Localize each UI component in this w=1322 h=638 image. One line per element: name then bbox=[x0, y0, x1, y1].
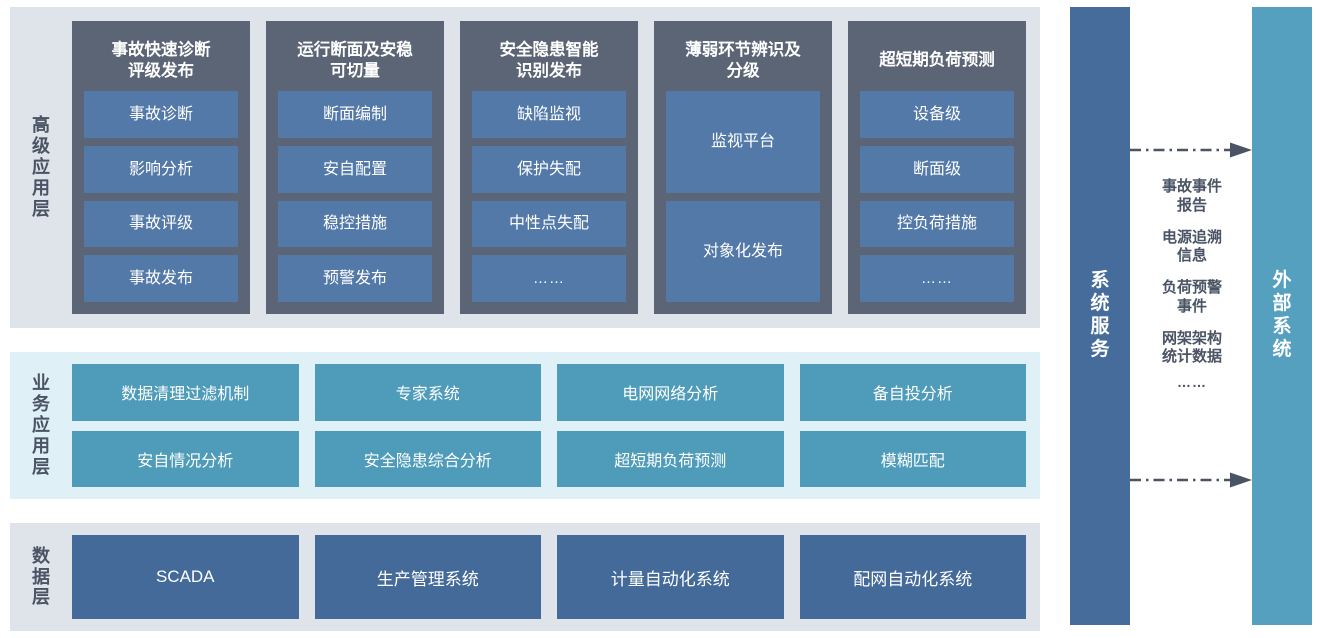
business-item[interactable]: 模糊匹配 bbox=[799, 430, 1026, 487]
flow-label-ellipsis: …… bbox=[1177, 374, 1207, 390]
data-layer-label: 数据层 bbox=[10, 523, 72, 631]
adv-column-accident-diagnosis[interactable]: 事故快速诊断评级发布 事故诊断 影响分析 事故评级 事故发布 bbox=[72, 21, 250, 314]
adv-item[interactable]: 安自配置 bbox=[278, 145, 432, 193]
business-item[interactable]: 安自情况分析 bbox=[72, 430, 299, 487]
business-item[interactable]: 数据清理过滤机制 bbox=[72, 364, 299, 421]
business-item[interactable]: 超短期负荷预测 bbox=[557, 430, 784, 487]
adv-column-hazard-identification[interactable]: 安全隐患智能识别发布 缺陷监视 保护失配 中性点失配 …… bbox=[460, 21, 638, 314]
flow-arrow-bottom-icon bbox=[1130, 472, 1252, 488]
adv-item[interactable]: 控负荷措施 bbox=[860, 200, 1014, 248]
data-layer-items: SCADA 生产管理系统 计量自动化系统 配网自动化系统 bbox=[72, 523, 1040, 631]
adv-column-title: 事故快速诊断评级发布 bbox=[111, 40, 211, 80]
layer-label-chars: 数据层 bbox=[32, 545, 50, 608]
adv-item[interactable]: 预警发布 bbox=[278, 255, 432, 302]
adv-column-operating-section[interactable]: 运行断面及安稳可切量 断面编制 安自配置 稳控措施 预警发布 bbox=[266, 21, 444, 314]
adv-item[interactable]: 事故评级 bbox=[84, 200, 238, 248]
business-item[interactable]: 安全隐患综合分析 bbox=[314, 430, 541, 487]
business-application-layer-label: 业务应用层 bbox=[10, 352, 72, 499]
business-row: 安自情况分析 安全隐患综合分析 超短期负荷预测 模糊匹配 bbox=[72, 430, 1026, 487]
adv-item[interactable]: 事故发布 bbox=[84, 255, 238, 302]
advanced-application-layer: 高级应用层 事故快速诊断评级发布 事故诊断 影响分析 事故评级 事故发布 运行断… bbox=[10, 7, 1040, 328]
data-item[interactable]: 计量自动化系统 bbox=[557, 535, 784, 619]
adv-item[interactable]: 稳控措施 bbox=[278, 200, 432, 248]
flow-arrow-top-icon bbox=[1130, 142, 1252, 158]
flow-label: 负荷预警事件 bbox=[1161, 279, 1222, 315]
adv-item[interactable]: 监视平台 bbox=[666, 91, 820, 193]
business-row: 数据清理过滤机制 专家系统 电网网络分析 备自投分析 bbox=[72, 364, 1026, 421]
adv-column-items: 事故诊断 影响分析 事故评级 事故发布 bbox=[84, 89, 238, 302]
flow-label: 事故事件报告 bbox=[1161, 178, 1222, 214]
system-service-bar[interactable]: 系统服务 bbox=[1070, 7, 1130, 625]
business-item[interactable]: 备自投分析 bbox=[799, 364, 1026, 421]
data-layer: 数据层 SCADA 生产管理系统 计量自动化系统 配网自动化系统 bbox=[10, 523, 1040, 631]
adv-column-title: 超短期负荷预测 bbox=[879, 51, 995, 70]
adv-column-title: 薄弱环节辨识及分级 bbox=[685, 40, 801, 80]
adv-column-items: 断面编制 安自配置 稳控措施 预警发布 bbox=[278, 89, 432, 302]
adv-item-ellipsis[interactable]: …… bbox=[472, 255, 626, 302]
flow-label: 电源追溯信息 bbox=[1161, 228, 1222, 265]
adv-item[interactable]: 缺陷监视 bbox=[472, 91, 626, 138]
adv-item[interactable]: 断面级 bbox=[860, 145, 1014, 193]
adv-item-ellipsis[interactable]: …… bbox=[860, 255, 1014, 302]
adv-column-title: 安全隐患智能识别发布 bbox=[499, 40, 599, 80]
flow-label: 网架架构统计数据 bbox=[1161, 329, 1222, 366]
adv-item[interactable]: 保护失配 bbox=[472, 145, 626, 193]
layer-label-chars: 业务应用层 bbox=[32, 373, 50, 477]
data-item[interactable]: 生产管理系统 bbox=[314, 535, 541, 619]
system-interface-panel: 系统服务 外部系统 事故事件报告 电源追溯信息 负荷预警事件 网架架构统计数据 … bbox=[1060, 0, 1322, 638]
business-item[interactable]: 专家系统 bbox=[314, 364, 541, 421]
adv-column-items: 设备级 断面级 控负荷措施 …… bbox=[860, 89, 1014, 302]
adv-column-title: 运行断面及安稳可切量 bbox=[297, 40, 413, 80]
layer-label-chars: 高级应用层 bbox=[32, 115, 50, 219]
business-application-layer: 业务应用层 数据清理过滤机制 专家系统 电网网络分析 备自投分析 安自情况分析 … bbox=[10, 352, 1040, 499]
external-system-bar[interactable]: 外部系统 bbox=[1252, 7, 1312, 625]
adv-item[interactable]: 影响分析 bbox=[84, 145, 238, 193]
business-application-layer-items: 数据清理过滤机制 专家系统 电网网络分析 备自投分析 安自情况分析 安全隐患综合… bbox=[72, 352, 1040, 499]
adv-item[interactable]: 断面编制 bbox=[278, 91, 432, 138]
data-item[interactable]: 配网自动化系统 bbox=[799, 535, 1026, 619]
architecture-layer-stack: 高级应用层 事故快速诊断评级发布 事故诊断 影响分析 事故评级 事故发布 运行断… bbox=[10, 7, 1040, 631]
adv-item[interactable]: 设备级 bbox=[860, 91, 1014, 138]
adv-column-items: 监视平台 对象化发布 bbox=[666, 89, 820, 302]
advanced-application-layer-columns: 事故快速诊断评级发布 事故诊断 影响分析 事故评级 事故发布 运行断面及安稳可切… bbox=[72, 7, 1040, 328]
adv-item[interactable]: 中性点失配 bbox=[472, 200, 626, 248]
flow-label-list: 事故事件报告 电源追溯信息 负荷预警事件 网架架构统计数据 …… bbox=[1138, 178, 1246, 392]
adv-item[interactable]: 事故诊断 bbox=[84, 91, 238, 138]
adv-column-ultra-short-term-load-forecast[interactable]: 超短期负荷预测 设备级 断面级 控负荷措施 …… bbox=[848, 21, 1026, 314]
external-system-label: 外部系统 bbox=[1272, 270, 1292, 360]
advanced-application-layer-label: 高级应用层 bbox=[10, 7, 72, 328]
adv-column-weak-link-grading[interactable]: 薄弱环节辨识及分级 监视平台 对象化发布 bbox=[654, 21, 832, 314]
data-row: SCADA 生产管理系统 计量自动化系统 配网自动化系统 bbox=[72, 535, 1026, 619]
business-item[interactable]: 电网网络分析 bbox=[557, 364, 784, 421]
system-service-label: 系统服务 bbox=[1090, 270, 1110, 360]
data-item[interactable]: SCADA bbox=[72, 535, 299, 619]
adv-item[interactable]: 对象化发布 bbox=[666, 200, 820, 302]
adv-column-items: 缺陷监视 保护失配 中性点失配 …… bbox=[472, 89, 626, 302]
